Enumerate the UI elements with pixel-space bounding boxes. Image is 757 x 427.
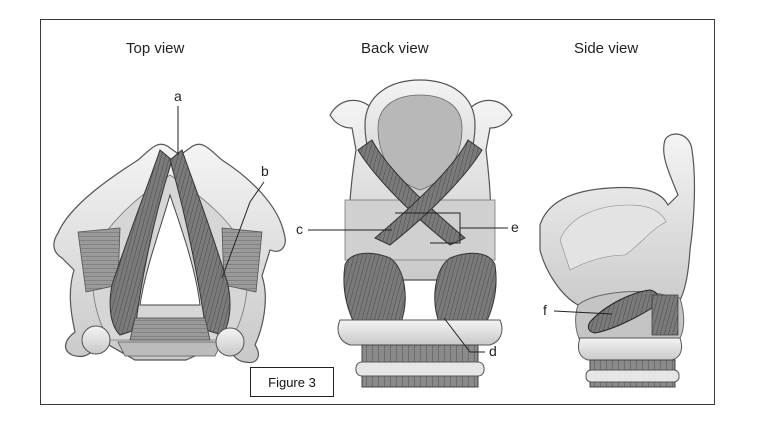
side-view-drawing bbox=[539, 133, 696, 388]
leader-line-f bbox=[553, 310, 613, 315]
label-a: a bbox=[174, 88, 182, 104]
label-d: d bbox=[489, 343, 497, 359]
label-f: f bbox=[543, 302, 547, 318]
top-view-drawing bbox=[53, 106, 286, 364]
back-view-title: Back view bbox=[361, 40, 429, 57]
side-view-title: Side view bbox=[574, 40, 639, 57]
top-view-title: Top view bbox=[126, 40, 185, 57]
leader-line-e bbox=[395, 212, 508, 229]
label-b: b bbox=[261, 163, 269, 179]
leader-line-d bbox=[443, 317, 485, 353]
figure-caption: Figure 3 bbox=[250, 367, 334, 397]
label-c: c bbox=[296, 221, 303, 237]
leader-line-b bbox=[221, 201, 251, 279]
label-e: e bbox=[511, 219, 519, 235]
back-view-drawing bbox=[308, 79, 513, 388]
